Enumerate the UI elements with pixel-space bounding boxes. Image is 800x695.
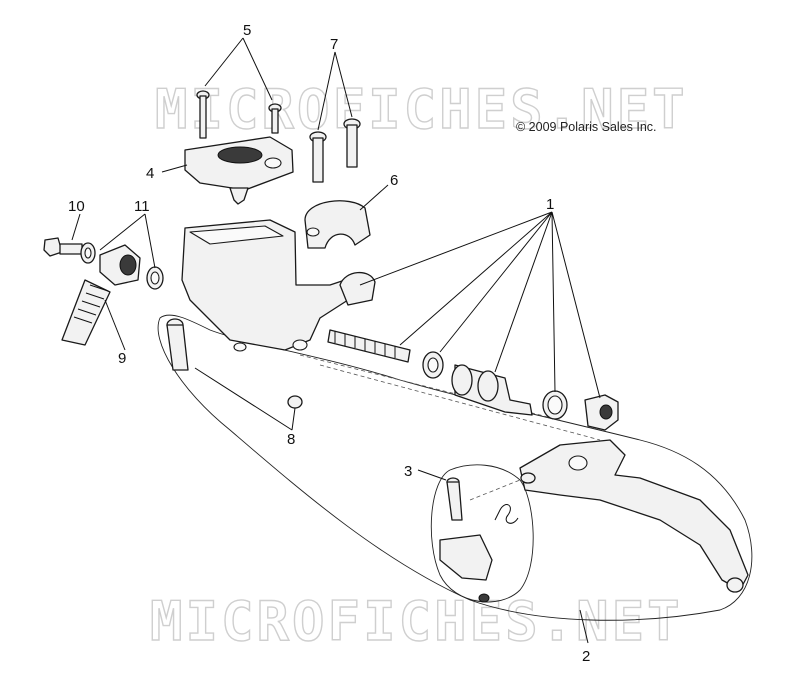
- assembly-line-c: [469, 479, 521, 501]
- primary-seal: [422, 351, 444, 379]
- lever-spring: [494, 504, 519, 524]
- callout-8: 8: [287, 431, 295, 448]
- callout-5: 5: [243, 22, 251, 39]
- clamp-bolt-left: [309, 131, 327, 183]
- master-cylinder-body: [181, 219, 376, 352]
- adjuster-pad: [439, 534, 493, 581]
- crush-washer-right: [146, 266, 164, 290]
- cap-screw-right: [268, 103, 282, 134]
- piston-washer: [542, 390, 568, 420]
- callout-3: 3: [404, 463, 412, 480]
- handlebar-clamp: [304, 200, 371, 249]
- callout-1: 1: [546, 196, 554, 213]
- assembly-outline: [157, 314, 753, 621]
- lever-pin: [446, 477, 463, 521]
- callout-11: 11: [134, 198, 150, 215]
- callout-9: 9: [118, 350, 126, 367]
- assembly-line-b: [319, 364, 601, 441]
- watermark-top: MICROFICHES.NET: [155, 78, 688, 141]
- callout-10: 10: [68, 198, 85, 215]
- pin-group-outline: [430, 464, 534, 603]
- banjo-bolt: [43, 237, 83, 257]
- leader-lines: [71, 37, 601, 644]
- assembly-line-a: [299, 354, 561, 421]
- reservoir-cap: [184, 136, 294, 205]
- piston: [451, 364, 533, 416]
- pin-clip: [287, 395, 303, 409]
- brake-line-fitting: [61, 244, 141, 346]
- pivot-pin: [166, 318, 189, 371]
- callout-7: 7: [330, 36, 338, 53]
- copyright-text: © 2009 Polaris Sales Inc.: [516, 120, 657, 134]
- clamp-bolt-right: [343, 118, 361, 168]
- small-washer: [478, 593, 490, 603]
- return-spring: [327, 329, 411, 363]
- brake-lever: [519, 439, 749, 593]
- callout-2: 2: [582, 648, 590, 665]
- callout-6: 6: [390, 172, 398, 189]
- crush-washer-left: [80, 242, 96, 264]
- callout-4: 4: [146, 165, 154, 182]
- cap-screw-left: [196, 90, 210, 139]
- dust-boot: [584, 394, 619, 431]
- watermark-bottom: MICROFICHES.NET: [150, 590, 683, 653]
